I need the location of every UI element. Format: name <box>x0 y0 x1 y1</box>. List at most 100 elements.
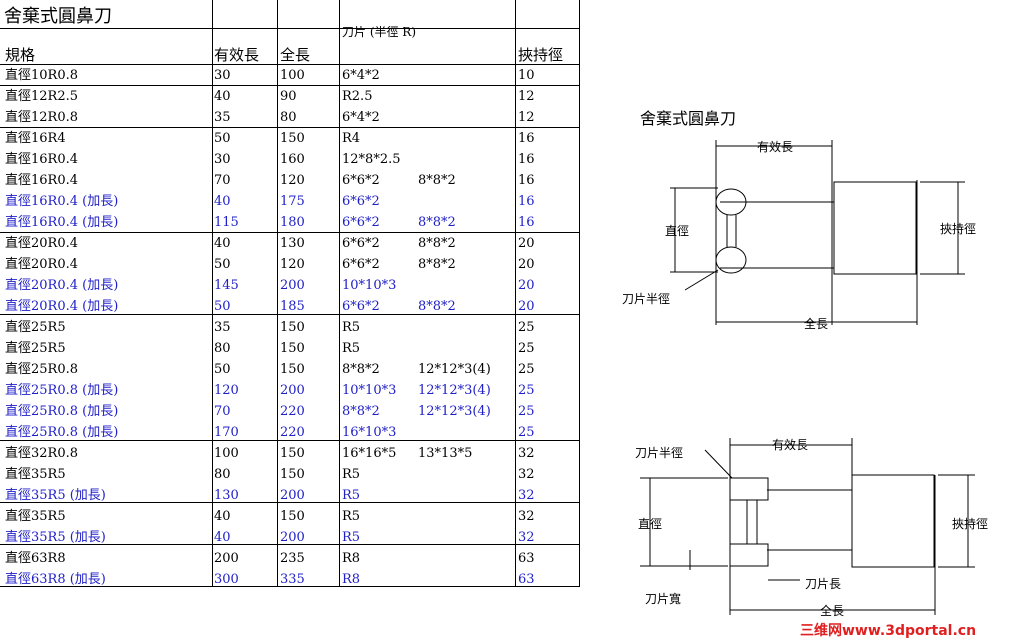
row-divider <box>0 544 580 545</box>
cell-blade-a: 6*6*2 <box>342 173 380 188</box>
cell-shank: 32 <box>518 530 535 545</box>
cell-overall-length: 120 <box>280 173 305 188</box>
cell-blade-a: 10*10*3 <box>342 383 397 398</box>
cell-shank: 32 <box>518 446 535 461</box>
cell-shank: 63 <box>518 572 535 587</box>
cell-shank: 25 <box>518 320 535 335</box>
diagram2-blade-width-label: 刀片寬 <box>645 592 682 606</box>
cell-overall-length: 160 <box>280 152 305 167</box>
cell-shank: 12 <box>518 110 535 125</box>
cell-spec: 直徑25R0.8 (加長) <box>5 383 119 398</box>
cell-effective-length: 40 <box>214 530 231 545</box>
cell-overall-length: 130 <box>280 236 305 251</box>
cell-effective-length: 130 <box>214 488 239 503</box>
cell-overall-length: 220 <box>280 425 305 440</box>
cell-overall-length: 80 <box>280 110 297 125</box>
diagram2-blade-length-label: 刀片長 <box>805 577 842 591</box>
cell-blade-a: 16*10*3 <box>342 425 397 440</box>
col-divider <box>339 0 340 586</box>
cell-shank: 32 <box>518 509 535 524</box>
cell-blade-a: R5 <box>342 530 361 545</box>
cell-overall-length: 150 <box>280 446 305 461</box>
cell-effective-length: 120 <box>214 383 239 398</box>
cell-spec: 直徑20R0.4 <box>5 236 79 251</box>
row-divider <box>0 586 580 587</box>
cell-blade-b: 12*12*3(4) <box>418 404 491 419</box>
cell-effective-length: 40 <box>214 194 231 209</box>
cell-blade-a: 6*6*2 <box>342 215 380 230</box>
col-divider <box>515 0 516 586</box>
cell-blade-a: 6*6*2 <box>342 194 380 209</box>
cell-blade-a: R4 <box>342 131 361 146</box>
cell-spec: 直徑35R5 <box>5 467 66 482</box>
cell-spec: 直徑20R0.4 <box>5 257 79 272</box>
cell-shank: 16 <box>518 131 535 146</box>
cell-overall-length: 175 <box>280 194 305 209</box>
cell-blade-a: R5 <box>342 488 361 503</box>
cell-effective-length: 115 <box>214 215 239 230</box>
cell-spec: 直徑16R0.4 (加長) <box>5 194 119 209</box>
col-divider <box>212 0 213 586</box>
cell-overall-length: 200 <box>280 278 305 293</box>
cell-overall-length: 150 <box>280 362 305 377</box>
cell-blade-a: 6*4*2 <box>342 68 380 83</box>
cell-shank: 12 <box>518 89 535 104</box>
cell-blade-a: R5 <box>342 467 361 482</box>
diagram1-diameter-label: 直徑 <box>665 224 690 238</box>
cell-blade-a: R2.5 <box>342 89 373 104</box>
cell-shank: 25 <box>518 404 535 419</box>
row-divider <box>0 314 580 315</box>
cell-blade-a: 6*6*2 <box>342 299 380 314</box>
cell-effective-length: 30 <box>214 68 231 83</box>
cell-spec: 直徑25R0.8 (加長) <box>5 404 119 419</box>
cell-spec: 直徑63R8 (加長) <box>5 572 106 587</box>
cell-blade-a: 6*4*2 <box>342 110 380 125</box>
cell-spec: 直徑16R4 <box>5 131 66 146</box>
cell-shank: 32 <box>518 467 535 482</box>
row-divider <box>0 64 580 65</box>
cell-overall-length: 100 <box>280 68 305 83</box>
cell-spec: 直徑10R0.8 <box>5 68 79 83</box>
cell-effective-length: 80 <box>214 467 231 482</box>
cell-shank: 20 <box>518 236 535 251</box>
cell-shank: 20 <box>518 278 535 293</box>
cell-shank: 25 <box>518 425 535 440</box>
cell-effective-length: 50 <box>214 299 231 314</box>
row-divider <box>0 28 580 29</box>
diagram2-shank-label: 挾持徑 <box>952 517 989 531</box>
cell-blade-a: 12*8*2.5 <box>342 152 401 167</box>
row-divider <box>0 502 580 503</box>
cell-blade-a: R5 <box>342 341 361 356</box>
cell-blade-a: R5 <box>342 509 361 524</box>
cell-spec: 直徑32R0.8 <box>5 446 79 461</box>
cell-effective-length: 200 <box>214 551 239 566</box>
cell-shank: 16 <box>518 173 535 188</box>
cell-overall-length: 335 <box>280 572 305 587</box>
cell-shank: 16 <box>518 215 535 230</box>
cell-shank: 25 <box>518 383 535 398</box>
cell-blade-b: 8*8*2 <box>418 299 456 314</box>
cell-spec: 直徑35R5 (加長) <box>5 488 106 503</box>
col-divider <box>579 0 580 586</box>
cell-effective-length: 50 <box>214 257 231 272</box>
cell-spec: 直徑12R2.5 <box>5 89 79 104</box>
diagram2-drawing <box>640 438 975 615</box>
cell-effective-length: 300 <box>214 572 239 587</box>
cell-spec: 直徑12R0.8 <box>5 110 79 125</box>
cell-shank: 20 <box>518 299 535 314</box>
cell-effective-length: 30 <box>214 152 231 167</box>
cell-overall-length: 200 <box>280 383 305 398</box>
cell-effective-length: 50 <box>214 362 231 377</box>
cell-shank: 25 <box>518 341 535 356</box>
